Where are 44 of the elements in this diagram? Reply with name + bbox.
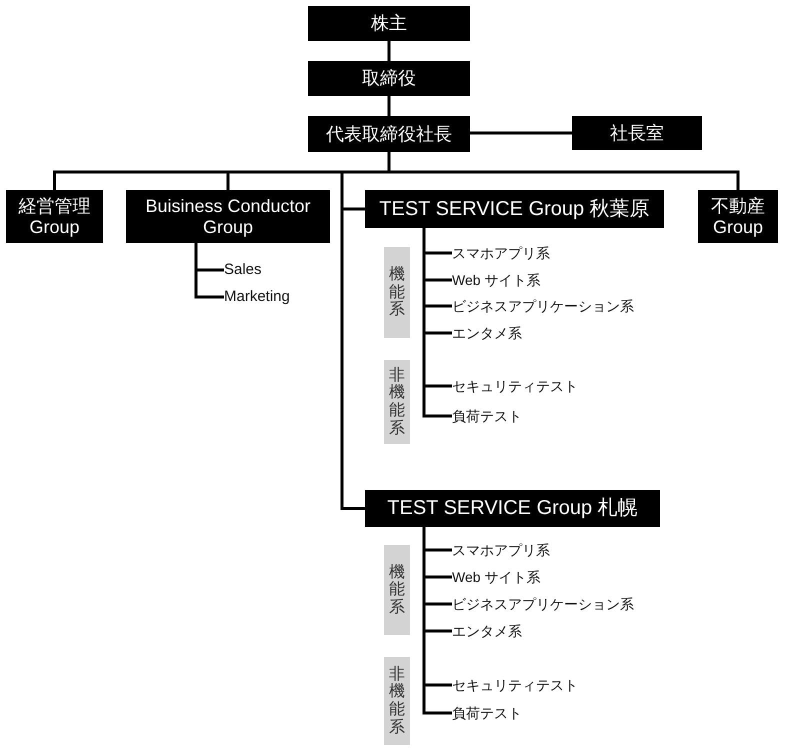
connector-line — [388, 41, 390, 61]
box-label: Buisiness Conductor Group — [144, 196, 312, 238]
branch-label: Web サイト系 — [452, 567, 540, 587]
band-label: 機能系 — [389, 564, 405, 616]
category-band — [384, 657, 410, 745]
branch-label: ビジネスアプリケーション系 — [452, 296, 634, 316]
connector-line — [388, 96, 390, 116]
band-label: 非機能系 — [389, 666, 405, 736]
box-label: TEST SERVICE Group 秋葉原 — [379, 198, 650, 220]
branch-label: Sales — [224, 260, 262, 280]
branch-label: 負荷テスト — [452, 406, 522, 426]
connector-line — [470, 132, 572, 134]
category-band — [384, 360, 410, 444]
org-box — [365, 490, 660, 527]
box-label: 代表取締役社長 — [326, 124, 452, 144]
branch-label: Web サイト系 — [452, 270, 540, 290]
branch-label: エンタメ系 — [452, 323, 522, 343]
band-label: 機能系 — [389, 266, 405, 319]
org-box — [572, 116, 702, 150]
org-box — [308, 6, 470, 41]
branch-label: スマホアプリ系 — [452, 243, 550, 263]
branch-label: セキュリティテスト — [452, 376, 578, 396]
branch-label: エンタメ系 — [452, 621, 522, 641]
org-box — [365, 190, 664, 228]
box-label: TEST SERVICE Group 札幌 — [387, 498, 638, 519]
branch-label: 負荷テスト — [452, 703, 522, 723]
org-box — [698, 190, 778, 243]
box-label: 社長室 — [610, 122, 664, 144]
box-label: 経営管理 Group — [18, 196, 92, 238]
branch-label: スマホアプリ系 — [452, 540, 550, 560]
org-box — [126, 190, 330, 243]
branch-label: ビジネスアプリケーション系 — [452, 594, 634, 614]
branch-label: Marketing — [224, 287, 290, 307]
org-box — [308, 116, 470, 152]
connector-line — [340, 152, 390, 510]
box-label: 株主 — [371, 13, 407, 34]
band-label: 非機能系 — [389, 366, 405, 438]
category-band — [384, 247, 410, 338]
box-label: 取締役 — [362, 68, 416, 89]
box-label: 不動産 Group — [710, 196, 766, 238]
org-box — [6, 190, 103, 243]
org-box — [308, 61, 470, 96]
category-band — [384, 545, 410, 635]
branch-label: セキュリティテスト — [452, 675, 578, 695]
